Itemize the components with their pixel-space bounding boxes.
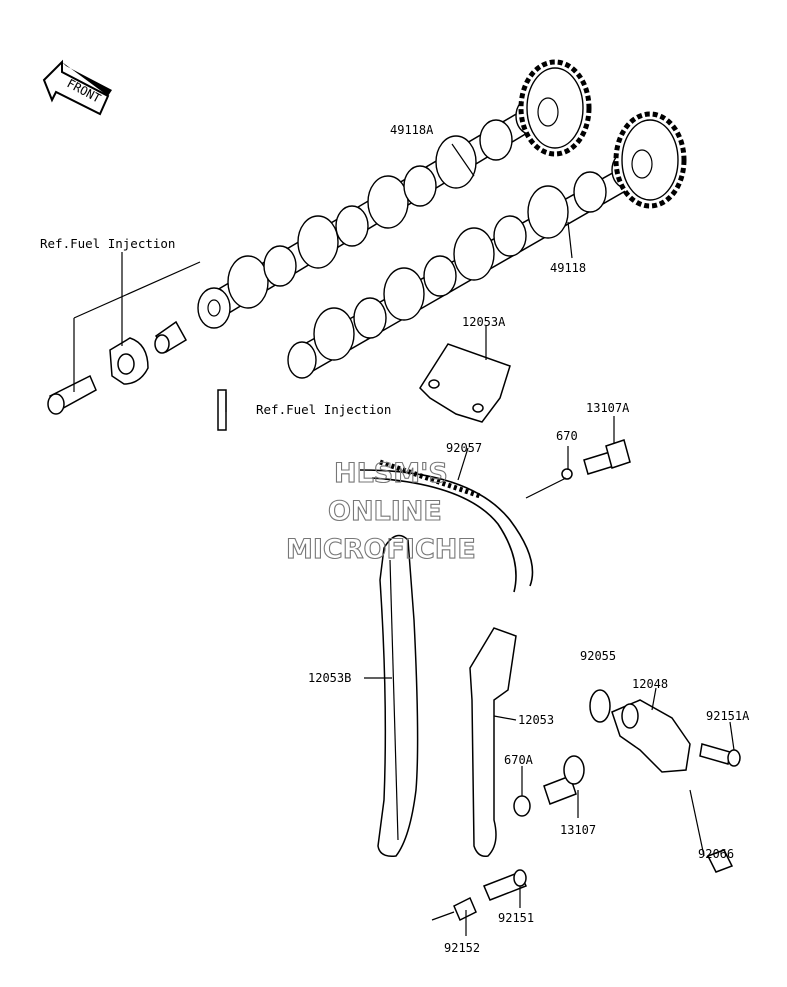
label-670: 670	[556, 429, 578, 443]
gasket-92055	[589, 689, 611, 723]
camshaft-upper	[197, 97, 554, 329]
bolt-92066	[706, 849, 734, 873]
label-13107: 13107	[560, 823, 596, 837]
chain-guide-12053	[469, 627, 517, 858]
ref-fuel-injection-upper: Ref.Fuel Injection	[40, 236, 175, 251]
label-92151: 92151	[498, 911, 534, 925]
tensioner-12048	[611, 699, 691, 773]
front-arrow-icon: FRONT	[42, 59, 112, 116]
bolt-92151A	[699, 743, 741, 767]
label-92152: 92152	[444, 941, 480, 955]
collar-92152	[453, 896, 477, 922]
watermark: HLSM'S ONLINE MICROFICHE	[285, 457, 476, 565]
cam-chain	[359, 459, 534, 593]
bolt-13107A	[583, 439, 631, 475]
sprocket-lower	[613, 111, 687, 209]
label-92055: 92055	[580, 649, 616, 663]
watermark-line2: ONLINE	[328, 496, 442, 527]
label-92151A: 92151A	[706, 709, 750, 723]
cam-sensor-parts	[47, 320, 227, 431]
label-49118: 49118	[550, 261, 586, 275]
chain-guide-12053A	[419, 343, 511, 423]
label-12053B: 12053B	[308, 671, 351, 685]
leader-lines	[73, 143, 735, 936]
sprocket-upper	[518, 59, 592, 157]
label-92066: 92066	[698, 847, 734, 861]
watermark-line3: MICROFICHE	[286, 534, 476, 565]
label-49118A: 49118A	[390, 123, 434, 137]
label-13107A: 13107A	[586, 401, 630, 415]
oring-670A	[513, 795, 531, 817]
label-12053: 12053	[518, 713, 554, 727]
bolt-13107	[543, 755, 585, 805]
oring-670	[561, 468, 573, 480]
label-92057: 92057	[446, 441, 482, 455]
bolt-92151	[483, 869, 527, 901]
ref-fuel-injection-lower: Ref.Fuel Injection	[256, 402, 391, 417]
label-12053A: 12053A	[462, 315, 506, 329]
label-12048: 12048	[632, 677, 668, 691]
chain-guide-12053B	[377, 534, 419, 858]
watermark-line1: HLSM'S	[334, 458, 448, 489]
camshaft-lower	[287, 151, 650, 379]
label-670A: 670A	[504, 753, 534, 767]
